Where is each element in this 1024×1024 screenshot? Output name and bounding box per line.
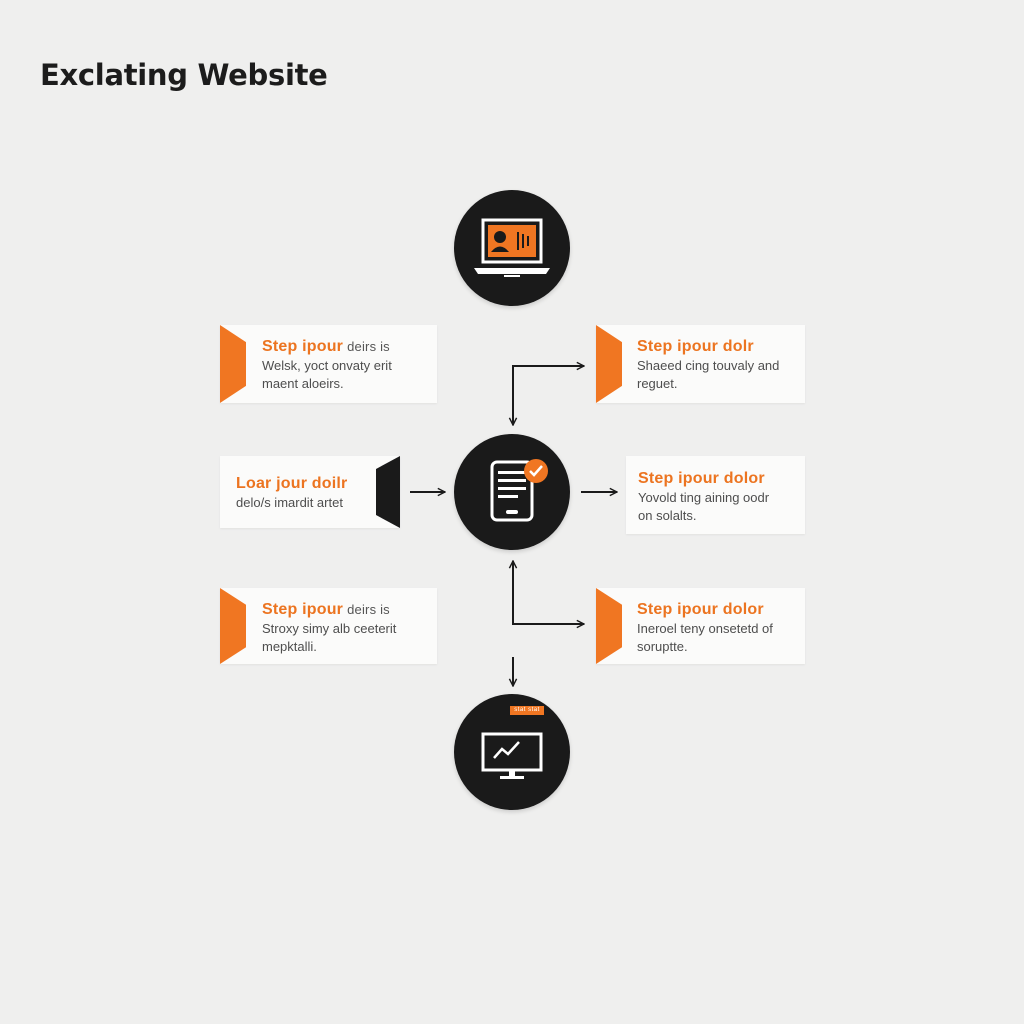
step-flag-accent [220, 588, 246, 664]
step-text-line: Stroxy simy alb ceeterit [262, 621, 397, 636]
step-heading: Loar jour doilr [236, 475, 348, 492]
step-text-line: delo/s imardit artet [236, 495, 343, 510]
tablet-checklist-icon [490, 459, 548, 522]
laptop-presentation-icon [474, 218, 550, 277]
monitor-chart-icon [481, 732, 543, 779]
page-title: Exclating Website [40, 58, 328, 92]
step-text-line: on solalts. [638, 508, 697, 523]
step-text-line: Ineroel teny onsetetd of [637, 621, 773, 636]
step-heading: Step ipour [262, 601, 344, 618]
step-text-line: Welsk, yoct onvaty erit [262, 358, 392, 373]
step-heading-extra: deirs is [347, 339, 390, 354]
arrow-upper-elbow [513, 366, 584, 425]
check-badge-icon [524, 459, 548, 483]
step-flag-accent [220, 325, 246, 403]
monitor-tag: stat stat [510, 706, 544, 715]
step-card-right-mid: Step ipour dolor Yovold ting aining oodr… [626, 456, 805, 534]
step-text-line: Shaeed cing touvaly and [637, 358, 780, 373]
arrow-lower-elbow [513, 561, 584, 624]
center-node [454, 434, 570, 550]
step-flag-accent [376, 456, 400, 528]
step-heading-extra: deirs is [347, 602, 390, 617]
step-heading: Step ipour dolr [637, 338, 754, 355]
step-text-line: maent aloeirs. [262, 376, 344, 391]
step-card-left-mid: Loar jour doilr delo/s imardit artet [220, 456, 400, 528]
step-heading: Step ipour dolor [638, 470, 765, 487]
step-text-line: mepktalli. [262, 639, 317, 654]
step-text-line: reguet. [637, 376, 678, 391]
step-flag-accent [596, 325, 622, 403]
step-card-right-top: Step ipour dolr Shaeed cing touvaly and … [596, 325, 805, 403]
bottom-node: stat stat [454, 694, 570, 810]
step-heading: Step ipour [262, 338, 344, 355]
step-text-line: soruptte. [637, 639, 688, 654]
step-text-line: Yovold ting aining oodr [638, 490, 770, 505]
step-flag-accent [596, 588, 622, 664]
step-heading: Step ipour dolor [637, 601, 764, 618]
top-node [454, 190, 570, 306]
step-card-right-bottom: Step ipour dolor Ineroel teny onsetetd o… [596, 588, 805, 664]
